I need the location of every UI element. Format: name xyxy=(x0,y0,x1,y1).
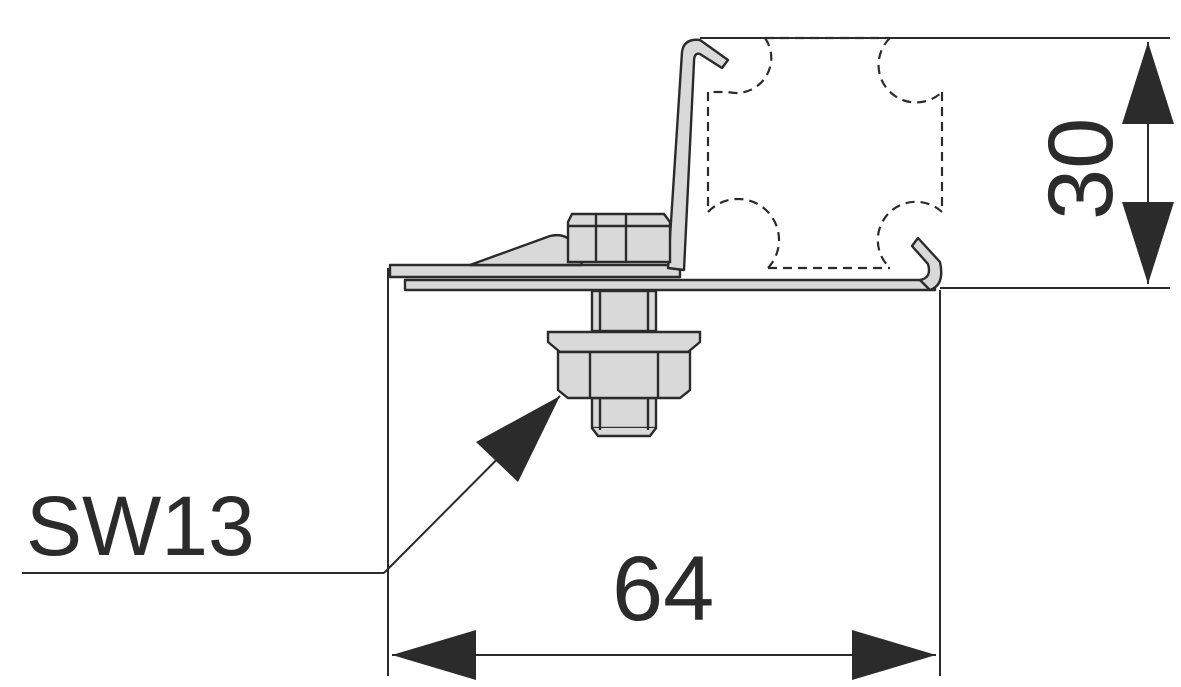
height-arrow-bottom xyxy=(1122,202,1174,284)
width-arrow-right xyxy=(852,630,936,680)
width-dimension-label: 64 xyxy=(612,538,714,640)
upper-plate xyxy=(388,263,682,279)
wrench-size-label: SW13 xyxy=(26,479,255,573)
vertical-arm xyxy=(666,38,730,272)
height-dimension-label: 30 xyxy=(1030,118,1132,220)
leader-arrow xyxy=(476,396,560,482)
arrowheads xyxy=(392,42,1174,680)
lower-plate xyxy=(403,278,937,292)
bolt-head xyxy=(566,212,672,264)
rail-profile-dashed xyxy=(706,36,944,270)
flange-nut xyxy=(546,330,702,400)
width-arrow-left xyxy=(392,630,476,680)
wedge-washer xyxy=(468,233,584,267)
height-arrow-top xyxy=(1122,42,1174,124)
lower-plate-hook xyxy=(910,236,943,292)
